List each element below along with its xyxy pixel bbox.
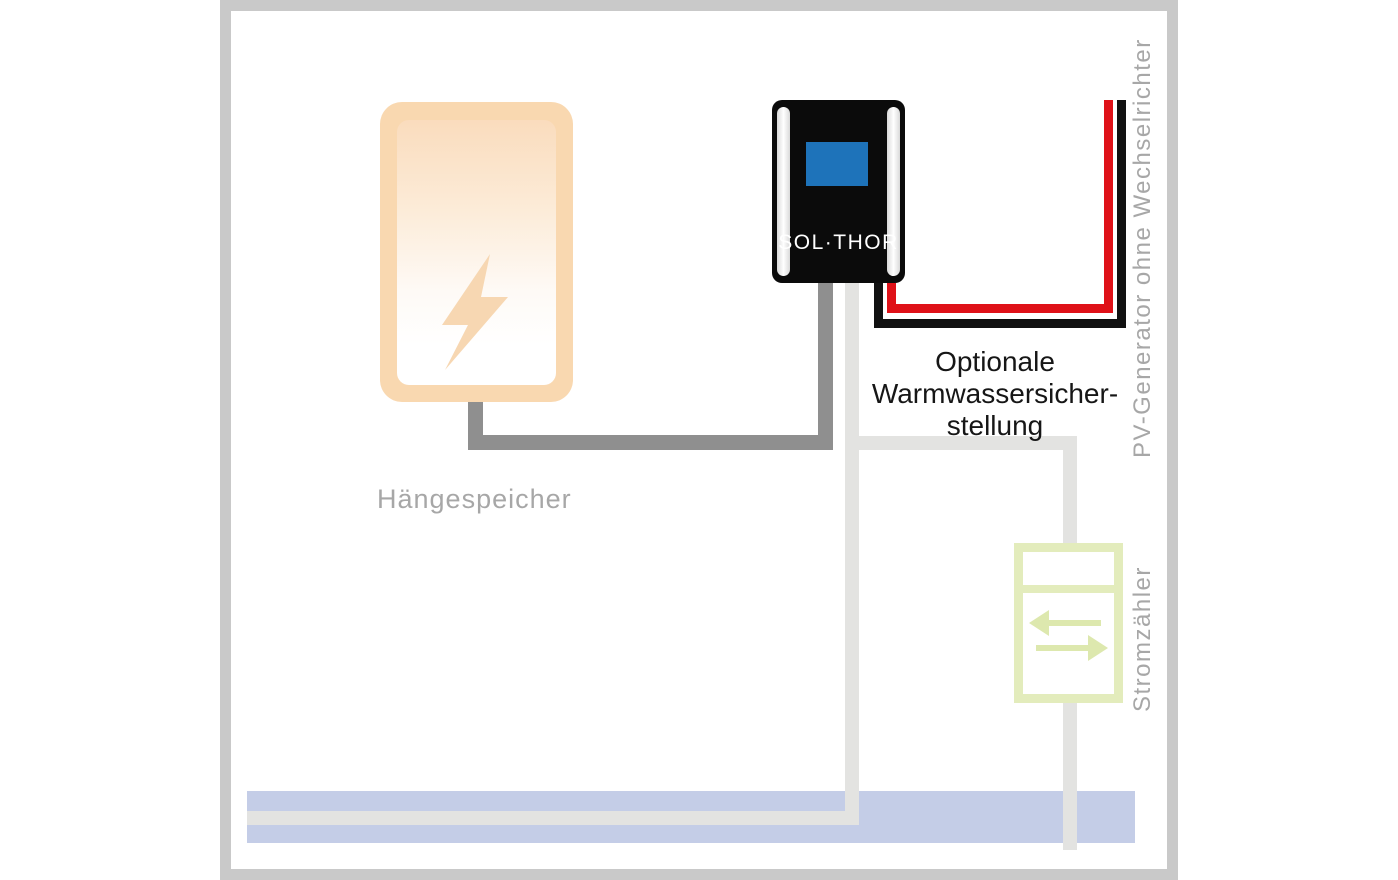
bidirectional-arrows-icon [1029, 610, 1108, 661]
pv-wire-black-left-vertical [874, 283, 883, 328]
pv-wire-black-right-vertical [1117, 100, 1126, 328]
device-label: SOL·THOR [778, 231, 899, 254]
tank-wire-riser [818, 283, 833, 450]
meter-label: Stromzähler [1129, 566, 1156, 712]
device-left-rail [777, 107, 790, 276]
solthor-device [772, 100, 905, 283]
pv-wire-black-horizontal [874, 319, 1126, 328]
tank-label: Hängespeicher [377, 484, 572, 514]
pv-generator-label: PV-Generator ohne Wechselrichter [1129, 38, 1156, 458]
electricity-meter [1014, 543, 1123, 703]
pv-wire-red-right-vertical [1104, 100, 1113, 313]
pv-wire-red-left-vertical [887, 283, 896, 313]
device-screen [806, 142, 868, 186]
ac-wire-branch-horizontal [845, 436, 1077, 450]
storage-tank-body [397, 120, 556, 385]
ac-wire-center-vertical [845, 283, 859, 825]
lightning-bolt-icon [442, 254, 508, 370]
tank-wire-horizontal [468, 435, 833, 450]
import-arrow-icon [1029, 610, 1101, 636]
ac-wire-bottom-horizontal [247, 811, 858, 825]
export-arrow-icon [1036, 635, 1108, 661]
optional-hot-water-label: Optionale Warmwassersicher- stellung [871, 346, 1119, 441]
meter-display-cell [1023, 552, 1114, 585]
meter-arrows-cell [1023, 593, 1114, 694]
device-right-rail [887, 107, 900, 276]
pv-wire-red-horizontal [887, 304, 1113, 313]
